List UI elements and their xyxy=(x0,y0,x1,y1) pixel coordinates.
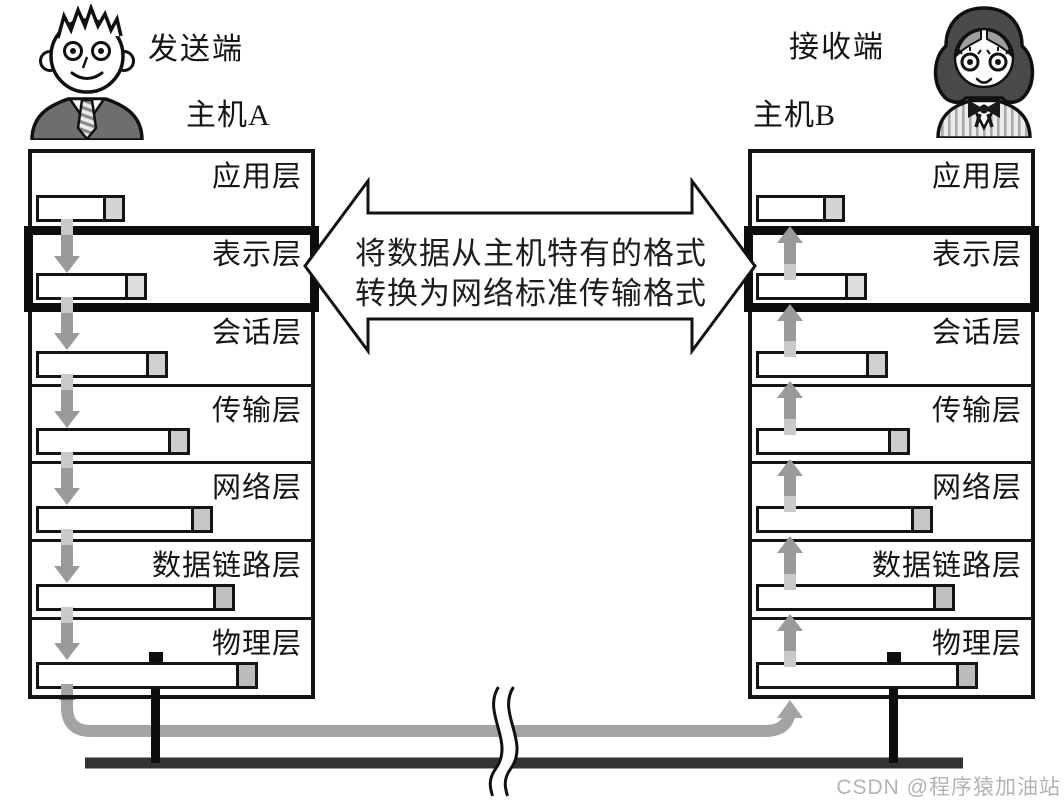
layer-label: 传输层 xyxy=(931,394,1022,427)
layer-row-session-receiver: 会话层 xyxy=(752,305,1031,384)
layer-label: 物理层 xyxy=(931,628,1022,661)
sender-role-label: 发送端 xyxy=(148,33,244,66)
layer-label: 会话层 xyxy=(931,316,1022,349)
packet-bar xyxy=(756,584,955,612)
conversion-annotation: 将数据从主机特有的格式 转换为网络标准传输格式 xyxy=(355,234,707,314)
packet-header-segment xyxy=(213,584,235,612)
receiver-host-label: 主机B xyxy=(753,99,837,132)
layer-row-presentation-sender: 表示层 xyxy=(32,227,311,306)
layer-row-physical-receiver: 物理层 xyxy=(752,617,1031,695)
layer-row-network-sender: 网络层 xyxy=(32,461,311,539)
packet-header-segment xyxy=(103,194,125,222)
layer-row-transport-receiver: 传输层 xyxy=(752,383,1031,462)
layer-row-datalink-sender: 数据链路层 xyxy=(32,539,311,617)
packet-header-segment xyxy=(956,662,978,690)
packet-bar xyxy=(36,584,235,612)
layer-label: 网络层 xyxy=(931,472,1022,505)
layer-label: 数据链路层 xyxy=(151,550,302,583)
layer-label: 表示层 xyxy=(931,238,1022,271)
layer-row-datalink-receiver: 数据链路层 xyxy=(752,539,1031,617)
line-break-icon xyxy=(488,682,519,799)
packet-header-segment xyxy=(125,272,147,300)
layer-row-application-sender: 应用层 xyxy=(32,153,311,228)
packet-bar xyxy=(36,506,213,534)
layer-row-presentation-receiver: 表示层 xyxy=(752,227,1031,306)
receiver-avatar-icon xyxy=(933,6,1035,138)
layer-label: 应用层 xyxy=(931,161,1022,193)
packet-bar xyxy=(756,194,845,222)
sender-host-label: 主机A xyxy=(186,99,271,132)
layer-label: 应用层 xyxy=(211,161,302,193)
layer-label: 网络层 xyxy=(211,472,302,505)
watermark: CSDN @程序猿加油站 xyxy=(836,776,1061,799)
annotation-line2: 转换为网络标准传输格式 xyxy=(355,276,707,311)
packet-bar xyxy=(756,272,867,300)
packet-bar xyxy=(756,506,933,534)
layer-row-session-sender: 会话层 xyxy=(32,305,311,384)
packet-header-segment xyxy=(823,194,845,222)
packet-bar xyxy=(36,194,125,222)
osi-stack-sender: 应用层 表示层 会话层 传输层 网络层 数据链路层 物理层 xyxy=(24,149,319,699)
layer-label: 传输层 xyxy=(211,394,302,427)
osi-stack-receiver: 应用层 表示层 会话层 传输层 网络层 数据链路层 物理层 xyxy=(744,149,1039,699)
packet-bar xyxy=(36,662,258,690)
layer-row-transport-sender: 传输层 xyxy=(32,383,311,462)
packet-header-segment xyxy=(168,428,190,456)
packet-header-segment xyxy=(888,428,910,456)
packet-bar xyxy=(756,662,978,690)
packet-header-segment xyxy=(845,272,867,300)
packet-bar xyxy=(756,350,888,378)
layer-label: 会话层 xyxy=(211,316,302,349)
annotation-line1: 将数据从主机特有的格式 xyxy=(355,236,707,271)
packet-bar xyxy=(756,428,910,456)
packet-header-segment xyxy=(146,350,168,378)
packet-bar xyxy=(36,272,147,300)
layer-label: 物理层 xyxy=(211,628,302,661)
layer-row-physical-sender: 物理层 xyxy=(32,617,311,695)
packet-header-segment xyxy=(933,584,955,612)
receiver-role-label: 接收端 xyxy=(789,31,885,64)
packet-bar xyxy=(36,350,168,378)
packet-header-segment xyxy=(236,662,258,690)
layer-label: 数据链路层 xyxy=(871,550,1022,583)
packet-bar xyxy=(36,428,190,456)
packet-header-segment xyxy=(911,506,933,534)
layer-row-application-receiver: 应用层 xyxy=(752,153,1031,228)
layer-label: 表示层 xyxy=(211,238,302,271)
sender-avatar-icon xyxy=(30,4,144,140)
layer-row-network-receiver: 网络层 xyxy=(752,461,1031,539)
packet-header-segment xyxy=(191,506,213,534)
packet-header-segment xyxy=(866,350,888,378)
